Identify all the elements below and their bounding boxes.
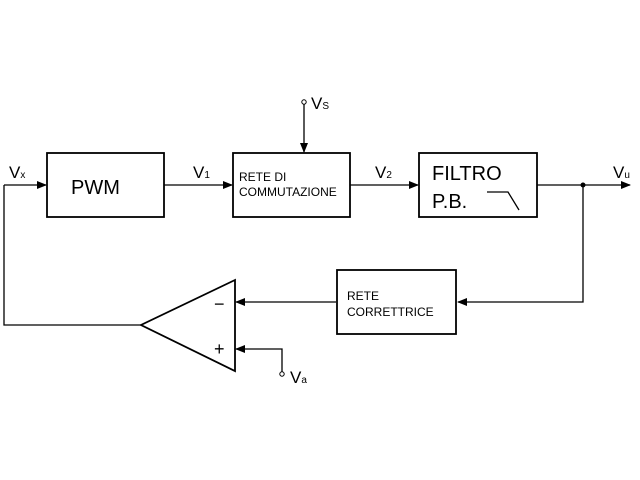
signal-vx: Vx	[9, 163, 25, 182]
signal-vu-sub: u	[624, 170, 630, 181]
filtro-line1: FILTRO	[432, 163, 502, 185]
rete-commutazione-line1: RETE DI	[239, 170, 286, 184]
filtro-line2: P.B.	[432, 191, 467, 213]
lowpass-filter-icon	[487, 191, 520, 211]
wire-feedback-to-correttrice	[457, 185, 584, 306]
comparator-minus-sign: −	[214, 294, 225, 314]
signal-vx-sub: x	[20, 170, 25, 181]
signal-v2: V2	[375, 163, 392, 182]
filtro-block: FILTRO P.B.	[418, 152, 538, 218]
signal-vs: VS	[311, 94, 329, 113]
signal-vs-sub: S	[322, 101, 329, 112]
signal-v2-main: V	[375, 163, 387, 182]
rete-correttrice-line1: RETE	[347, 289, 379, 303]
wire-comparator-output-to-vx	[3, 185, 141, 326]
pwm-label: PWM	[71, 177, 120, 199]
signal-va-main: V	[290, 368, 302, 387]
signal-v1-main: V	[193, 163, 205, 182]
signal-v1-sub: 1	[204, 170, 210, 181]
signal-vu-main: V	[613, 163, 625, 182]
rete-correttrice-block: RETE CORRETTRICE	[336, 269, 457, 335]
comparator-block: − +	[138, 278, 236, 373]
rete-commutazione-block: RETE DI COMMUTAZIONE	[232, 152, 351, 218]
pwm-block: PWM	[46, 152, 165, 218]
rete-commutazione-line2: COMMUTAZIONE	[239, 185, 337, 199]
wire-va-to-plus	[235, 345, 283, 372]
signal-vx-main: V	[9, 163, 21, 182]
signal-va-sub: a	[301, 375, 307, 386]
signal-v2-sub: 2	[386, 170, 392, 181]
signal-vs-main: V	[311, 94, 323, 113]
signal-va: Va	[290, 368, 307, 387]
terminal-vs	[301, 99, 307, 105]
signal-vu: Vu	[613, 163, 630, 182]
rete-correttrice-line2: CORRETTRICE	[347, 305, 434, 319]
terminal-va	[279, 371, 285, 377]
signal-v1: V1	[193, 163, 210, 182]
comparator-plus-sign: +	[214, 339, 225, 359]
